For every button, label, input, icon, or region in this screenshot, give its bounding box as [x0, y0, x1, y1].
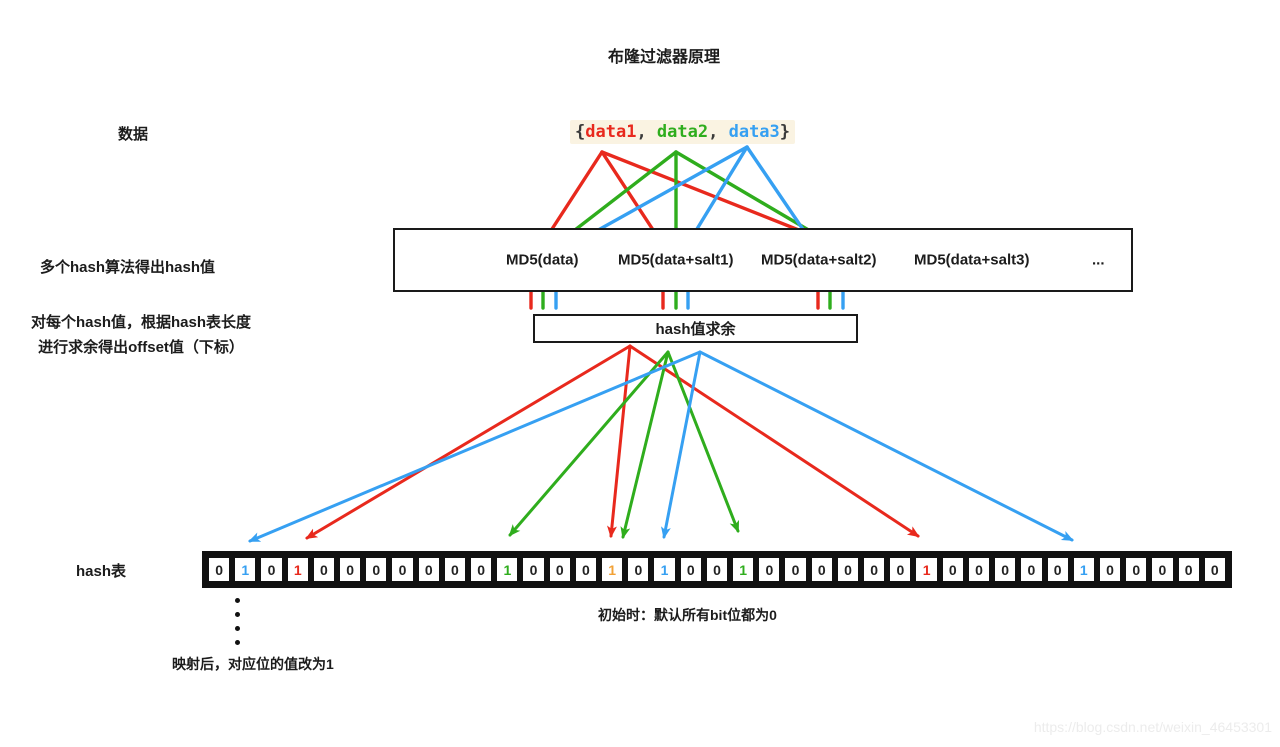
md5-algorithms-box: MD5(data) MD5(data+salt1) MD5(data+salt2… [393, 228, 1133, 292]
bit-cell: 0 [573, 556, 599, 583]
bit-cell: 0 [888, 556, 913, 583]
dataset-chip: {data1, data2, data3} [570, 120, 796, 144]
bit-cell: 0 [259, 556, 284, 583]
bit-cell: 0 [547, 556, 572, 583]
bit-cell: 0 [783, 556, 808, 583]
bit-cell: 0 [311, 556, 337, 583]
bit-cell: 1 [1071, 556, 1096, 583]
bit-cell: 0 [521, 556, 546, 583]
label-hash-table: hash表 [76, 563, 127, 580]
bit-cell: 0 [678, 556, 703, 583]
bit-cell: 0 [757, 556, 782, 583]
dataset-open-brace: { [575, 122, 586, 142]
md5-data-salt2-label: MD5(data+salt2) [761, 251, 877, 269]
md5-ellipsis: ... [1092, 251, 1105, 269]
bit-cell: 0 [940, 556, 965, 583]
page-title: 布隆过滤器原理 [607, 49, 721, 66]
label-data-row: 数据 [118, 126, 149, 143]
bit-cell: 0 [1045, 556, 1070, 583]
bit-cell: 0 [1097, 556, 1123, 583]
bit-cell: 0 [704, 556, 730, 583]
bit-cell: 0 [835, 556, 861, 583]
bit-cell: 1 [233, 556, 258, 583]
bit-cell: 1 [914, 556, 939, 583]
bit-cell: 0 [1202, 556, 1227, 583]
bit-cell: 0 [626, 556, 651, 583]
md5-data-salt3-label: MD5(data+salt3) [914, 251, 1030, 269]
bit-cell: 0 [1019, 556, 1044, 583]
bit-cell: 0 [1124, 556, 1149, 583]
bit-cell: 0 [442, 556, 468, 583]
bit-cell: 0 [1176, 556, 1201, 583]
bit-cell: 1 [285, 556, 310, 583]
label-remainder-row-line1: 对每个hash值，根据hash表长度 [30, 314, 252, 331]
dataset-item-data2: data2 [656, 122, 709, 142]
bit-cell: 1 [495, 556, 520, 583]
bit-cell: 0 [338, 556, 363, 583]
bit-cell: 0 [1150, 556, 1175, 583]
label-hash-row: 多个hash算法得出hash值 [40, 259, 216, 276]
bit-cell: 0 [469, 556, 494, 583]
mapped-caption: 映射后，对应位的值改为1 [172, 656, 334, 672]
bit-cell: 1 [731, 556, 756, 583]
bit-cell: 0 [364, 556, 389, 583]
bit-cell: 0 [390, 556, 415, 583]
bit-cell: 0 [416, 556, 441, 583]
md5-data-label: MD5(data) [506, 251, 579, 269]
bit-cell: 1 [600, 556, 625, 583]
init-caption: 初始时：默认所有bit位都为0 [598, 607, 777, 623]
dataset-separator: , [708, 122, 729, 142]
remainder-box-label: hash值求余 [655, 321, 736, 338]
dataset-separator: , [636, 122, 657, 142]
md5-data-salt1-label: MD5(data+salt1) [618, 251, 734, 269]
bit-cell: 0 [809, 556, 834, 583]
bit-cell: 0 [993, 556, 1018, 583]
label-remainder-row: 对每个hash值，根据hash表长度 进行求余得出offset值（下标） [8, 310, 274, 360]
dataset-close-brace: } [779, 122, 791, 142]
bit-cell: 0 [207, 556, 232, 583]
bit-cell: 0 [862, 556, 887, 583]
remainder-box: hash值求余 [533, 314, 858, 343]
dataset-item-data3: data3 [728, 122, 780, 142]
dataset-item-data1: data1 [585, 122, 637, 142]
bit-cell: 0 [966, 556, 992, 583]
watermark: https://blog.csdn.net/weixin_46453301 [1033, 719, 1272, 735]
bit-cell: 1 [652, 556, 677, 583]
offset-arrows [248, 344, 1074, 543]
label-remainder-row-line2: 进行求余得出offset值（下标） [38, 339, 244, 356]
